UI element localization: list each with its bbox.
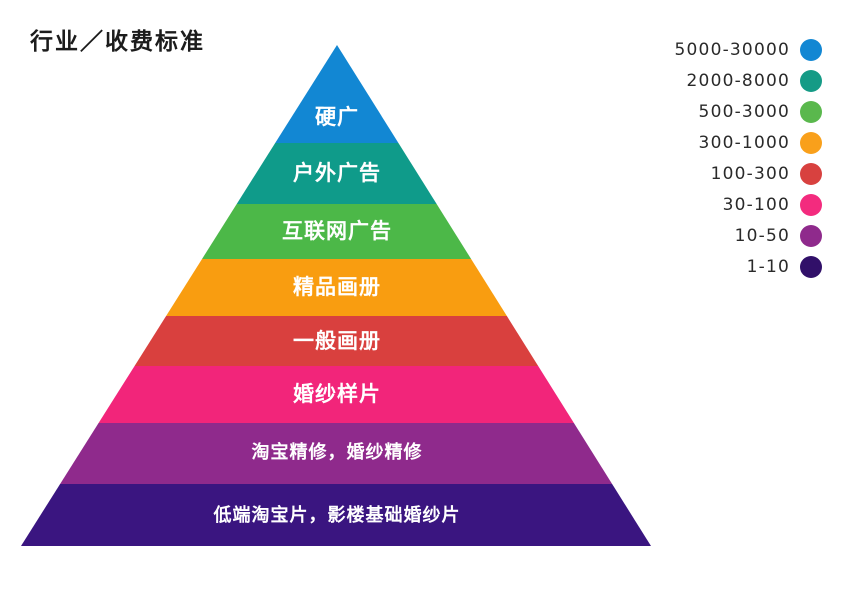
legend-item-label: 5000-30000 — [674, 40, 790, 60]
legend-item[interactable]: 1-10 — [607, 253, 822, 281]
pyramid-label-5: 一般画册 — [293, 329, 381, 353]
pyramid-band-labels: 硬广 户外广告 互联网广告 精品画册 一般画册 婚纱样片 淘宝精修，婚纱精修 低… — [213, 105, 461, 526]
pyramid-label-1: 硬广 — [315, 105, 359, 129]
legend-item-label: 2000-8000 — [686, 71, 790, 91]
pyramid-label-4: 精品画册 — [293, 275, 381, 299]
legend-item[interactable]: 2000-8000 — [607, 67, 822, 95]
pyramid-label-6: 婚纱样片 — [293, 382, 381, 406]
legend-color-swatch-icon — [800, 101, 822, 123]
legend-item-label: 1-10 — [746, 257, 790, 277]
page-title: 行业／收费标准 — [30, 29, 205, 55]
legend: 5000-30000 2000-8000 500-3000 300-1000 1… — [607, 36, 822, 281]
legend-item[interactable]: 300-1000 — [607, 129, 822, 157]
legend-item[interactable]: 100-300 — [607, 160, 822, 188]
legend-item-label: 30-100 — [722, 195, 790, 215]
pyramid-diagram: 硬广 户外广告 互联网广告 精品画册 一般画册 婚纱样片 淘宝精修，婚纱精修 低… — [21, 45, 651, 546]
legend-item-label: 10-50 — [734, 226, 790, 246]
pyramid-band-7 — [21, 423, 651, 484]
legend-item[interactable]: 5000-30000 — [607, 36, 822, 64]
legend-item-label: 300-1000 — [698, 133, 790, 153]
legend-color-swatch-icon — [800, 70, 822, 92]
legend-color-swatch-icon — [800, 132, 822, 154]
legend-item-label: 500-3000 — [698, 102, 790, 122]
legend-item[interactable]: 30-100 — [607, 191, 822, 219]
legend-item-label: 100-300 — [710, 164, 790, 184]
legend-color-swatch-icon — [800, 256, 822, 278]
pyramid-label-3: 互联网广告 — [282, 219, 392, 243]
pyramid-label-8: 低端淘宝片，影楼基础婚纱片 — [213, 504, 461, 526]
pyramid-label-2: 户外广告 — [293, 161, 381, 185]
legend-color-swatch-icon — [800, 39, 822, 61]
legend-item[interactable]: 10-50 — [607, 222, 822, 250]
legend-item[interactable]: 500-3000 — [607, 98, 822, 126]
pyramid-label-7: 淘宝精修，婚纱精修 — [252, 441, 423, 463]
pyramid-svg: 硬广 户外广告 互联网广告 精品画册 一般画册 婚纱样片 淘宝精修，婚纱精修 低… — [21, 45, 651, 546]
pyramid-band-8 — [21, 484, 651, 546]
legend-color-swatch-icon — [800, 163, 822, 185]
legend-color-swatch-icon — [800, 225, 822, 247]
legend-color-swatch-icon — [800, 194, 822, 216]
